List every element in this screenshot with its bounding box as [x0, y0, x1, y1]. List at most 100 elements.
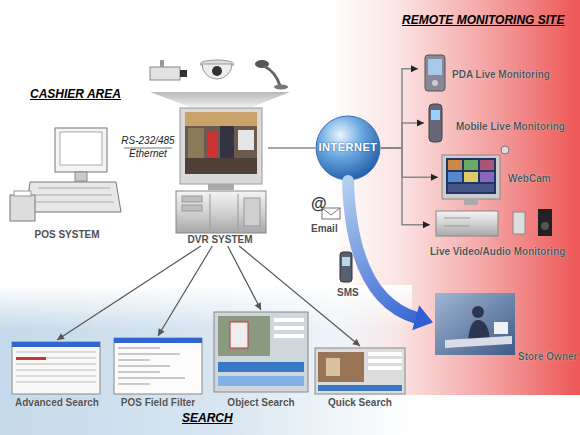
dvr-monitor-part — [180, 108, 262, 184]
mobile-phone-part — [431, 110, 440, 120]
pos-filter-screen-part — [118, 372, 160, 373]
webcam-computer-part — [448, 172, 462, 182]
pos-terminal-part — [38, 188, 110, 189]
advanced-search-screen-part — [12, 342, 100, 347]
pos-filter-screen-part — [118, 354, 180, 355]
node-label: REMOTE MONITORING SITE — [402, 14, 564, 27]
pos-terminal-part — [26, 182, 121, 212]
dvr-monitor-part — [185, 112, 257, 174]
camera-funnel-part — [150, 92, 290, 107]
dvr-monitor-part — [207, 132, 217, 158]
dvr-monitor-part — [208, 184, 234, 190]
monitoring-pc-part — [513, 212, 525, 234]
object-search-screen-part — [230, 322, 248, 348]
object-search-screen — [214, 312, 308, 392]
webcam-computer-part — [464, 199, 478, 205]
connector-line — [268, 148, 315, 149]
object-search-screen-part — [214, 312, 308, 392]
pos-filter-screen — [114, 338, 202, 394]
dvr-monitor-part — [238, 130, 254, 150]
object-search-screen-part — [274, 334, 304, 338]
dvr-monitor — [180, 108, 262, 190]
dvr-tower-part — [210, 194, 211, 230]
webcam-computer-part — [448, 160, 462, 170]
node-label: INTERNET — [315, 141, 381, 154]
pos-terminal-part — [36, 195, 112, 196]
dvr-tower-part — [244, 198, 260, 226]
advanced-search-screen-part — [16, 352, 96, 353]
node-label: POS SYSTEM — [12, 228, 122, 241]
object-search-screen-part — [274, 326, 304, 330]
node-label: WebCam — [508, 172, 551, 185]
webcam-computer-part — [464, 160, 478, 170]
dvr-tower-part — [182, 205, 202, 211]
sms-phone-part — [340, 252, 352, 282]
pos-filter-screen-part — [118, 348, 160, 349]
dvr-tower-part — [182, 196, 202, 202]
store-owner-photo-part — [468, 320, 490, 340]
email-label: Email — [311, 222, 338, 235]
node-label: Mobile Live Monitoring — [456, 120, 565, 133]
advanced-search-screen-part — [16, 382, 96, 383]
advanced-search-screen-part — [16, 357, 46, 360]
node-label: POS Field Filter — [111, 396, 205, 409]
dome-camera-part — [202, 64, 232, 79]
webcam-computer-part — [464, 172, 478, 182]
monitoring-pc-part — [444, 218, 470, 219]
pda-device-part — [432, 80, 438, 86]
dvr-monitor-part — [220, 126, 234, 158]
pos-filter-screen-part — [118, 360, 150, 361]
dvr-tower — [176, 191, 266, 233]
node-label: DVR SYSTEM — [172, 233, 268, 246]
store-owner-photo-part — [472, 306, 484, 318]
object-search-screen-part — [218, 316, 270, 356]
internet-circle: INTERNET — [315, 115, 381, 181]
monitoring-pc-part — [444, 226, 470, 227]
pda-device-part — [428, 59, 442, 75]
advanced-search-screen-part — [16, 370, 96, 371]
pos-terminal-part — [14, 191, 31, 196]
box-camera-part — [160, 60, 164, 67]
advanced-search-screen — [12, 342, 100, 394]
dvr-monitor-part — [185, 112, 257, 126]
monitoring-pc-part — [436, 211, 498, 236]
object-search-screen-part — [218, 362, 304, 372]
mobile-phone-part — [429, 104, 442, 142]
pos-terminal-part — [55, 128, 107, 172]
internet-circle-shape — [316, 116, 380, 180]
quick-search-screen — [315, 348, 405, 394]
pos-filter-screen-part — [118, 384, 150, 385]
node-label: Object Search — [212, 396, 310, 409]
device-node: Mobile Live Monitoring — [424, 100, 578, 146]
area-heading: CASHIER AREA — [30, 88, 121, 101]
pda-device — [425, 55, 445, 91]
pos-filter-screen-part — [118, 366, 170, 367]
webcam-computer-part — [480, 172, 494, 182]
dome-camera — [200, 60, 234, 79]
mobile-phone — [429, 104, 442, 142]
webcam-computer-part — [442, 155, 500, 199]
pos-terminal-part — [34, 202, 114, 203]
quick-search-screen-part — [368, 359, 402, 363]
quick-search-screen-part — [318, 385, 402, 391]
quick-search-screen-part — [318, 352, 364, 382]
object-search-screen-part — [274, 318, 304, 322]
box-camera-part — [150, 67, 180, 80]
microphone-part — [274, 85, 288, 90]
camera-funnel — [150, 92, 290, 107]
advanced-search-screen-part — [16, 376, 96, 377]
webcam-computer-part — [480, 160, 494, 170]
node-label: Store Owner — [518, 350, 577, 363]
microphone-part — [264, 66, 280, 86]
pos-filter-screen-part — [114, 338, 202, 394]
store-owner-photo-part — [435, 293, 515, 355]
store-owner-photo-part — [445, 336, 512, 348]
box-camera-part — [180, 70, 187, 77]
node-label: Quick Search — [312, 396, 408, 409]
edge-label: RS-232/485 Ethernet — [116, 134, 180, 160]
node-label: SEARCH — [182, 412, 233, 425]
sms-phone-part — [342, 257, 350, 266]
box-camera — [150, 60, 187, 80]
quick-search-screen-part — [315, 348, 405, 394]
node-label: Advanced Search — [10, 396, 104, 409]
